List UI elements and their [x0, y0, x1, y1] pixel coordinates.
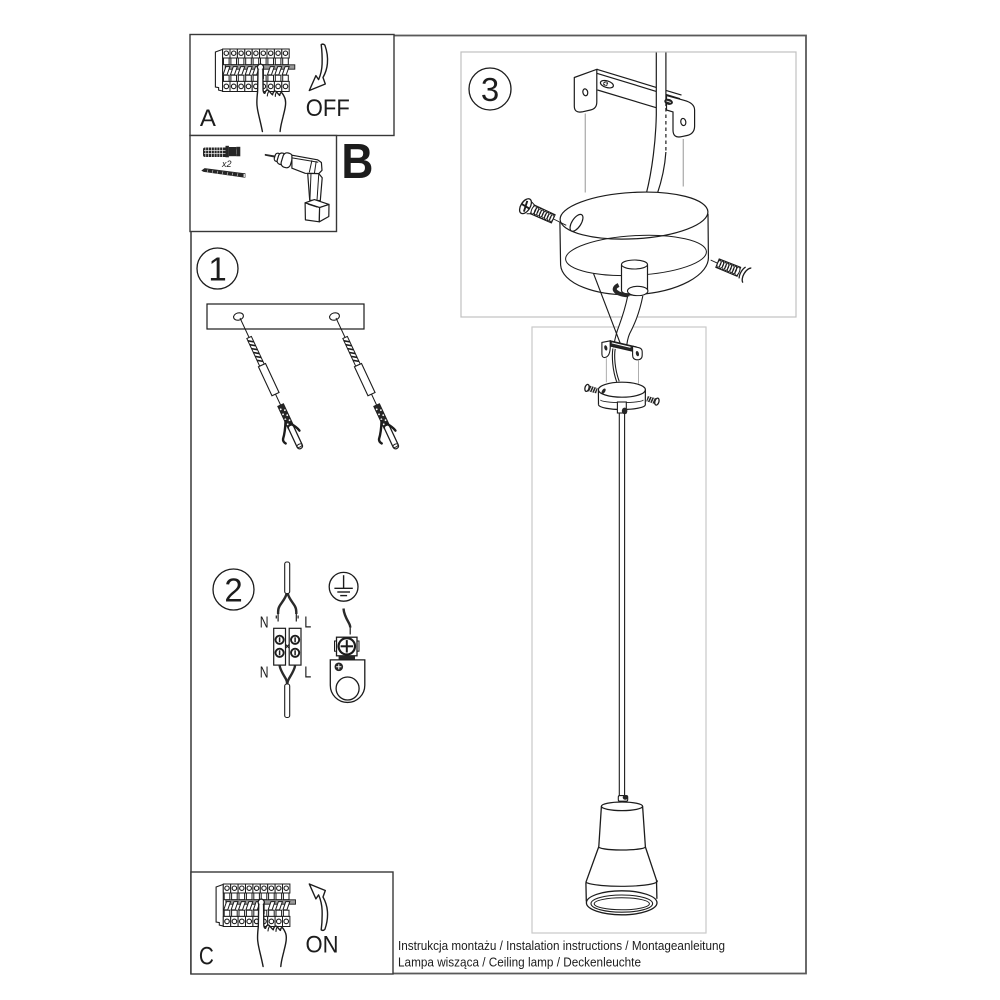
svg-text:2: 2	[224, 572, 242, 609]
svg-text:Instrukcja montażu / Instalati: Instrukcja montażu / Instalation instruc…	[398, 938, 725, 953]
svg-text:A: A	[200, 105, 216, 132]
svg-text:x2: x2	[221, 159, 232, 169]
svg-text:L: L	[304, 614, 311, 631]
svg-text:B: B	[341, 135, 373, 189]
svg-text:C: C	[199, 942, 214, 970]
svg-text:OFF: OFF	[306, 95, 350, 122]
svg-text:N: N	[260, 614, 269, 631]
svg-text:Lampa wisząca / Ceiling lamp /: Lampa wisząca / Ceiling lamp / Deckenleu…	[398, 955, 641, 970]
svg-text:L: L	[304, 665, 311, 682]
svg-text:1: 1	[208, 251, 226, 288]
svg-text:3: 3	[481, 71, 499, 108]
svg-text:ON: ON	[306, 931, 339, 958]
svg-text:N: N	[260, 665, 269, 682]
